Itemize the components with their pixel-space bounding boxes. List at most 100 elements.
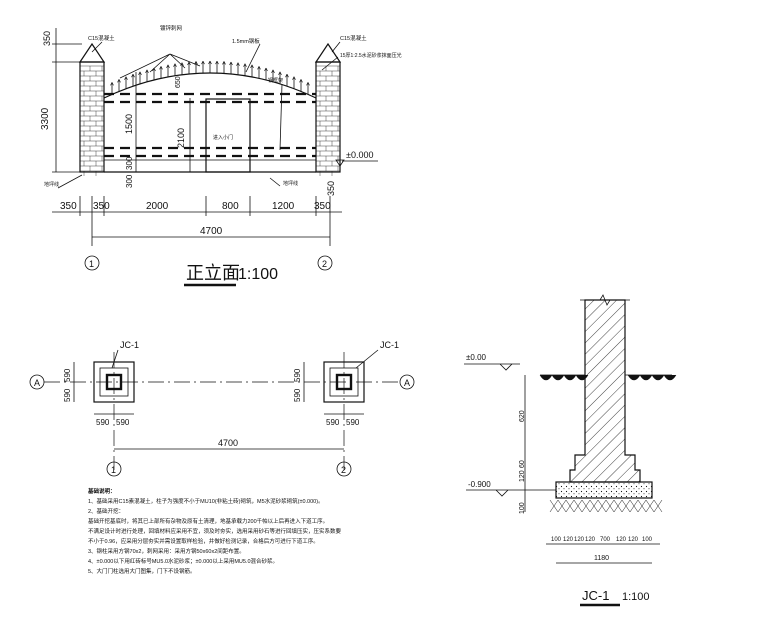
notes-line: 不满足设计时进行处理，回填材料应采用不宜，须及时夯实，选用采用砂石等进行回填压实…: [88, 529, 342, 535]
front-elevation: 进入小门 C15混凝土 C15混凝土 镀锌刺网 1.5mm钢板 15厚1:2.5…: [40, 24, 402, 287]
notes-line: 2、基础开挖：: [88, 509, 125, 515]
left-dimensions: 350 3300: [40, 28, 82, 173]
sec-h-6: 120: [616, 537, 627, 543]
foundation-plan: JC-1 JC-1 A A 590 590 590 590 590 590 59…: [29, 340, 415, 477]
sec-h-7: 120: [628, 537, 639, 543]
sec-h-8: 100: [642, 537, 653, 543]
soil-bottom-hatch: [549, 499, 663, 513]
dim-h-right-2: 590: [346, 418, 360, 427]
dim-h-left-2: 590: [116, 418, 130, 427]
tag-jc1-left: JC-1: [120, 340, 139, 350]
footing-right-outer: [323, 361, 365, 403]
dim-span-c: 2000: [146, 201, 169, 212]
axis-a-left: A: [34, 378, 40, 388]
dim-v-right-1: 590: [293, 368, 302, 382]
pier-brick-hatch: [80, 65, 340, 176]
label-plate: 1.5mm钢板: [232, 37, 260, 45]
axis-label-1: 1: [89, 259, 94, 269]
datum-label: ±0.000: [346, 150, 373, 160]
label-frame: 钢框架: [268, 77, 283, 84]
notes-line: 不小于0.96，应采用分层夯实并需设置取样检验，并做好检测记录，合格后方可进行下…: [88, 539, 319, 545]
axis-a-right: A: [404, 378, 410, 388]
section-title: JC-1: [582, 588, 609, 603]
dim-h-left-1: 590: [96, 418, 110, 427]
elevation-title: 正立面: [186, 263, 240, 283]
dim-top-pier: 350: [42, 31, 52, 46]
sec-h-3: 120: [574, 537, 585, 543]
dim-arc: 650: [175, 76, 182, 88]
sec-dim-620: 620: [519, 410, 526, 422]
label-mortar: 15厚1:2.5水泥砂浆抹面压光: [340, 52, 402, 59]
sec-dim-60: 60: [519, 460, 526, 468]
datum-mark: [335, 159, 378, 167]
sec-dim-120: 120: [519, 470, 526, 482]
dim-pier-height: 3300: [40, 107, 51, 130]
notes-line: 1、基础采用C15素混凝土，柱子为强度不小于MU10(非粘土砖)砌筑，M5水泥砂…: [88, 499, 324, 505]
dim-span-d: 800: [222, 201, 239, 212]
sec-h-2: 120: [563, 537, 574, 543]
level-top-mark: [464, 363, 520, 371]
elevation-scale: 1:100: [238, 266, 278, 283]
inner-dimensions: 650 1500 300 2100 300: [124, 72, 191, 188]
dim-v-right-2: 590: [293, 388, 302, 402]
base-pad: [555, 481, 653, 499]
left-pier: [79, 61, 105, 173]
label-ground-right: 地坪线: [283, 180, 298, 187]
break-mark: [580, 294, 630, 306]
dim-span-b: 350: [93, 201, 110, 212]
label-spikes: 镀锌刺网: [160, 24, 183, 32]
section-scale: 1:100: [622, 591, 650, 603]
wicket-door: [205, 98, 251, 173]
plan-axis-1: 1: [111, 465, 116, 475]
plan-axis-bubble-1: [106, 461, 122, 477]
dim-door-upper: 1500: [124, 114, 134, 134]
label-concrete-left: C15混凝土: [88, 34, 115, 42]
sec-h-5: 700: [600, 537, 611, 543]
dim-v-left-1: 590: [63, 368, 72, 382]
axis-bubble-a-left: [29, 374, 45, 390]
spike-row: [110, 60, 310, 95]
right-pier: [315, 61, 341, 173]
dim-span-f: 350: [314, 201, 331, 212]
level-bottom: -0.900: [468, 480, 491, 489]
left-pier-cap: [78, 42, 106, 63]
sec-dim-100: 100: [519, 502, 526, 514]
notes-line: 基础开挖基底时，将其已上部所有杂物及原有土清理，地基承载力200千帕以上后再进入…: [88, 519, 329, 525]
footing-right-column: [335, 373, 353, 391]
axis-bubble-2: [317, 255, 333, 271]
notes-line: 5、大门门柱选用大门图集，门下不设钢筋。: [88, 569, 196, 575]
plan-axis-2: 2: [341, 465, 346, 475]
dim-span-a: 350: [60, 201, 77, 212]
tag-leader-right: [355, 349, 379, 369]
tag-leader-left: [111, 349, 119, 369]
axis-bubble-1: [84, 255, 100, 271]
dim-v-left-2: 590: [63, 388, 72, 402]
dim-span-e: 1200: [272, 201, 295, 212]
footing-left-column: [105, 373, 123, 391]
label-concrete-right: C15混凝土: [340, 34, 367, 42]
foundation-notes: 基础说明： 1、基础采用C15素混凝土，柱子为强度不小于MU10(非粘土砖)砌筑…: [88, 487, 418, 577]
footing-left-mid: [99, 367, 129, 397]
notes-line: 4、±0.000以下用红砖标号MU5.0水泥砂浆；±0.000以上采用MU5.0…: [88, 559, 279, 565]
sec-total: 1180: [594, 555, 609, 562]
footing-section: ±0.00 -0.900 620 60 120 100 100 120 120 …: [464, 294, 677, 607]
bottom-dimensions: 350 350 2000 800 1200 350 4700: [52, 196, 342, 246]
axis-label-2: 2: [322, 259, 327, 269]
notes-line: 3、钢柱采用方钢70x2，刺网采用：采用方钢50x60x2间距布置。: [88, 549, 245, 555]
plan-axis-bubble-2: [336, 461, 352, 477]
sec-h-1: 100: [551, 537, 562, 543]
tag-jc1-right: JC-1: [380, 340, 399, 350]
dim-foot: 350: [326, 181, 336, 196]
dim-door-lower-2: 300: [125, 174, 134, 188]
level-bottom-mark: [466, 489, 556, 497]
label-leaders: [57, 41, 341, 189]
spike-leader: [119, 53, 201, 79]
dim-door-lower: 300: [125, 156, 134, 170]
soil-hatch: [539, 374, 677, 381]
axis-bubble-a-right: [399, 374, 415, 390]
label-ground-left: 地坪线: [44, 181, 59, 188]
dim-h-right-1: 590: [326, 418, 340, 427]
dim-door-total: 2100: [176, 128, 186, 148]
wicket-label: 进入小门: [213, 134, 233, 141]
